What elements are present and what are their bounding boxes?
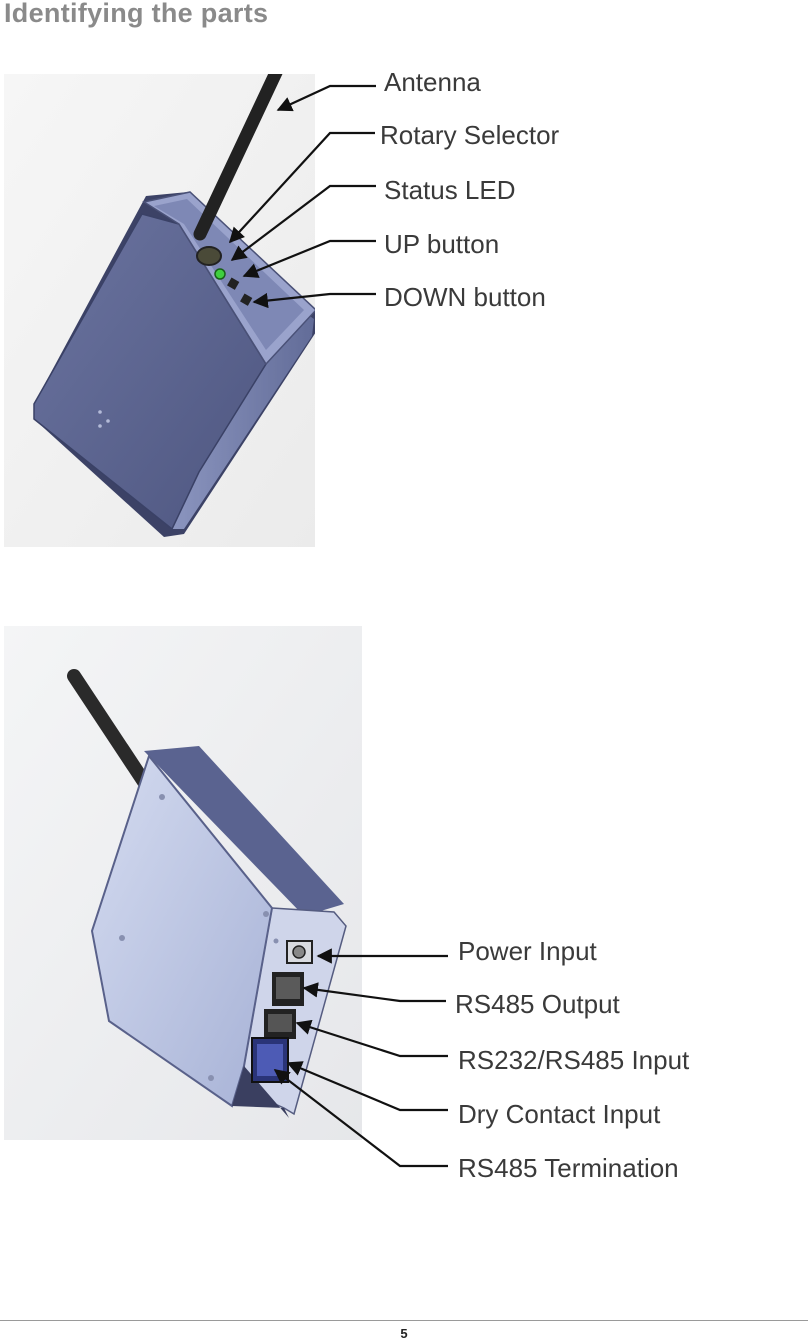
device-rear-illustration — [4, 626, 362, 1140]
label-antenna: Antenna — [384, 67, 481, 97]
label-rs485-termination: RS485 Termination — [458, 1153, 679, 1183]
page-number: 5 — [400, 1326, 408, 1341]
label-rotary-selector: Rotary Selector — [380, 120, 560, 150]
label-up-button: UP button — [384, 229, 500, 259]
label-rs485-output: RS485 Output — [455, 989, 620, 1019]
label-rs232-rs485-input: RS232/RS485 Input — [458, 1045, 690, 1075]
label-down-button: DOWN button — [384, 282, 546, 312]
label-dry-contact-input: Dry Contact Input — [458, 1099, 661, 1129]
label-status-led: Status LED — [384, 175, 516, 205]
page-heading: Identifying the parts — [4, 0, 269, 28]
label-power-input: Power Input — [458, 936, 597, 966]
device-front-illustration — [4, 74, 315, 547]
footer-divider — [0, 1320, 808, 1321]
